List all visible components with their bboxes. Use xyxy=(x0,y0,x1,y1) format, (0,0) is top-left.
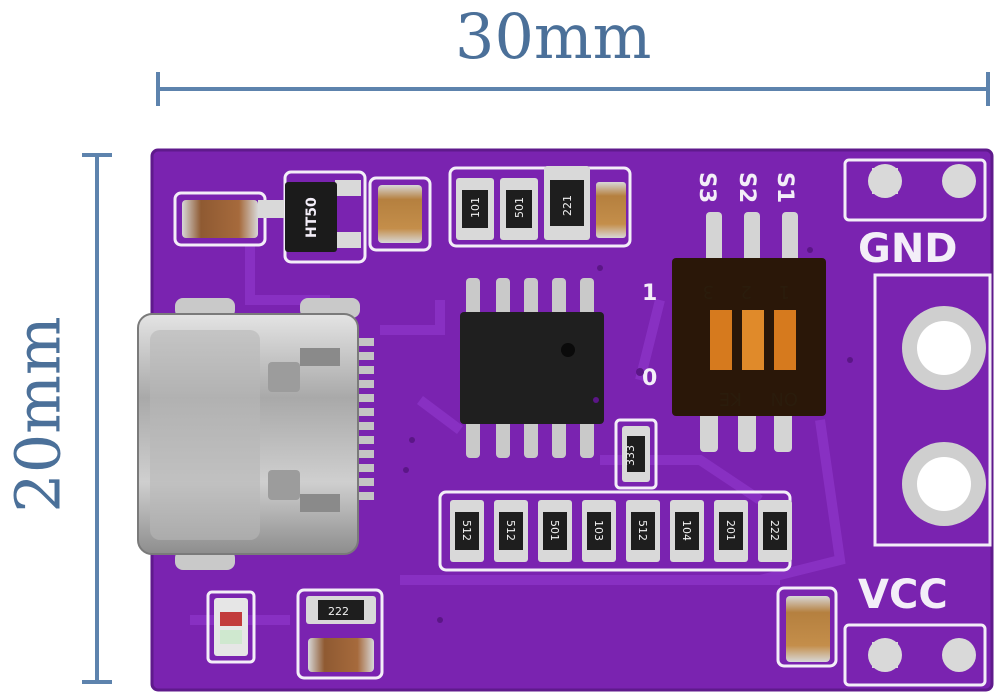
header-pads xyxy=(868,164,976,672)
led xyxy=(214,598,248,656)
transistor: HT50 xyxy=(258,180,361,252)
dip-number-2: 2 xyxy=(741,281,752,302)
width-tick-right xyxy=(986,72,990,106)
resistor-bottom-3-code: 501 xyxy=(548,520,561,541)
dip-toggle-1[interactable] xyxy=(774,310,796,370)
resistor-bottom-1-code: 512 xyxy=(460,520,473,541)
gnd-label: GND xyxy=(858,226,958,272)
resistor-bottom-7-code: 201 xyxy=(724,520,737,541)
resistor-bottom-8-code: 222 xyxy=(768,520,781,541)
mounting-holes xyxy=(902,306,986,526)
resistor-top-2-code: 501 xyxy=(513,197,526,218)
dip-toggle-2[interactable] xyxy=(742,310,764,370)
height-tick-top xyxy=(82,153,112,157)
ic-chip xyxy=(460,278,604,458)
top-resistors: 101 501 221 xyxy=(456,166,626,240)
width-line xyxy=(158,87,988,91)
usb-c-connector xyxy=(137,298,374,570)
vias xyxy=(403,247,853,623)
dip-on-label: ON xyxy=(770,388,798,409)
mark-one: 1 xyxy=(642,281,657,306)
resistor-bottom-4-code: 103 xyxy=(592,520,605,541)
resistor-top-3-code: 221 xyxy=(561,195,574,216)
svg-text:333: 333 xyxy=(624,445,637,466)
label-s3: S3 xyxy=(694,172,719,203)
width-tick-left xyxy=(156,72,160,106)
bottom-resistors: 512 512 501 103 512 104 201 222 xyxy=(450,500,792,562)
dip-switch: 3 2 1 KE ON xyxy=(672,258,826,416)
height-tick-bottom xyxy=(82,680,112,684)
resistor-small: 333 xyxy=(622,426,650,482)
dip-number-1: 1 xyxy=(779,281,790,302)
capacitor-bottom-right xyxy=(786,596,830,662)
label-s2: S2 xyxy=(734,172,759,203)
resistor-bottom-left: 222 xyxy=(306,596,376,624)
dip-ke-label: KE xyxy=(719,388,742,409)
dip-switch-pins xyxy=(700,212,798,452)
mark-zero: 0 xyxy=(642,366,657,391)
resistor-bottom-2-code: 512 xyxy=(504,520,517,541)
width-label: 30mm xyxy=(455,0,652,73)
capacitor-bottom-left xyxy=(308,638,374,672)
svg-text:222: 222 xyxy=(328,605,349,618)
label-s1: S1 xyxy=(772,172,797,203)
vcc-label: VCC xyxy=(858,572,948,618)
height-line xyxy=(95,155,99,683)
resistor-bottom-5-code: 512 xyxy=(636,520,649,541)
resistor-bottom-6-code: 104 xyxy=(680,520,693,541)
capacitor-top xyxy=(378,185,422,243)
transistor-marking: HT50 xyxy=(304,197,320,238)
resistor-top-1-code: 101 xyxy=(469,197,482,218)
dip-number-3: 3 xyxy=(703,281,714,302)
dip-toggle-3[interactable] xyxy=(710,310,732,370)
capacitor-top-left xyxy=(182,200,258,238)
